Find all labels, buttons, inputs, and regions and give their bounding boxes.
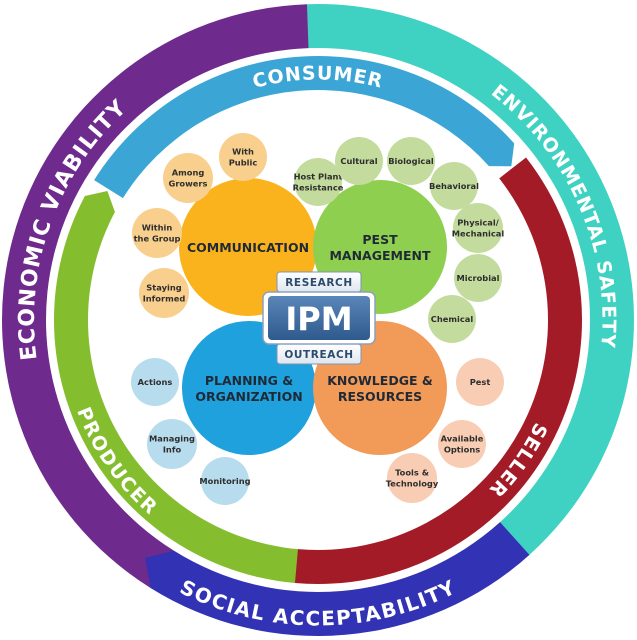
social-acceptability-segment: [145, 522, 530, 637]
microbial-bubble: [454, 254, 502, 302]
pest-management-label: MANAGEMENT: [329, 248, 430, 263]
within-the-group-label: Within: [142, 223, 173, 233]
pest-management-label: PEST: [362, 232, 398, 247]
tools-technology-bubble: [387, 453, 437, 503]
physical-mechanical-bubble: [453, 203, 503, 253]
physical-mechanical-label: Physical/: [457, 218, 500, 228]
monitoring-bubble: [201, 457, 249, 505]
staying-informed-bubble: [139, 268, 189, 318]
staying-informed-label: Staying: [146, 283, 181, 293]
among-growers-label: Among: [172, 168, 205, 178]
microbial-label: Microbial: [456, 273, 499, 283]
with-public-label: Public: [229, 158, 258, 168]
host-plant-resistance-label: Host Plant: [294, 172, 343, 182]
environmental-safety-segment: [306, 4, 634, 555]
behavioral-label: Behavioral: [429, 181, 479, 191]
cultural-bubble: [335, 137, 383, 185]
within-the-group-bubble: [132, 208, 182, 258]
producer-segment: [53, 190, 298, 583]
biological-bubble: [387, 137, 435, 185]
ipm-box: [268, 296, 370, 340]
available-options-bubble: [438, 420, 486, 468]
among-growers-bubble: [163, 153, 213, 203]
within-the-group-label: the Group: [134, 234, 181, 244]
available-options-label: Options: [444, 445, 480, 455]
planning-organization-label: ORGANIZATION: [195, 389, 302, 404]
knowledge-resources-label: RESOURCES: [338, 389, 422, 404]
managing-info-bubble: [147, 419, 197, 469]
planning-organization-label: PLANNING &: [205, 373, 293, 388]
economic-viability-segment: [1, 4, 329, 588]
actions-bubble: [131, 358, 179, 406]
monitoring-label: Monitoring: [199, 476, 250, 486]
host-plant-resistance-bubble: [294, 158, 342, 206]
seller-segment: [281, 157, 582, 585]
with-public-label: With: [232, 147, 254, 157]
physical-mechanical-label: Mechanical: [452, 229, 505, 239]
chemical-label: Chemical: [431, 314, 474, 324]
biological-label: Biological: [388, 156, 434, 166]
tools-technology-label: Technology: [386, 479, 439, 489]
communication-label: COMMUNICATION: [187, 240, 309, 255]
ipm-center-badge: RESEARCH OUTREACH IPM: [262, 271, 376, 365]
managing-info-label: Info: [163, 445, 182, 455]
cultural-label: Cultural: [340, 156, 377, 166]
consumer-segment: [94, 55, 515, 199]
among-growers-label: Growers: [169, 179, 208, 189]
behavioral-bubble: [430, 162, 478, 210]
pest-label: Pest: [470, 377, 491, 387]
with-public-bubble: [219, 133, 267, 181]
host-plant-resistance-label: Resistance: [293, 183, 344, 193]
pest-bubble: [456, 358, 504, 406]
outreach-label: OUTREACH: [284, 349, 353, 361]
chemical-bubble: [428, 295, 476, 343]
knowledge-resources-label: KNOWLEDGE &: [327, 373, 433, 388]
research-label: RESEARCH: [285, 277, 353, 289]
managing-info-label: Managing: [149, 434, 195, 444]
actions-label: Actions: [138, 377, 173, 387]
tools-technology-label: Tools &: [395, 468, 429, 478]
ipm-title: IPM: [285, 300, 352, 338]
staying-informed-label: Informed: [143, 294, 186, 304]
available-options-label: Available: [441, 434, 484, 444]
